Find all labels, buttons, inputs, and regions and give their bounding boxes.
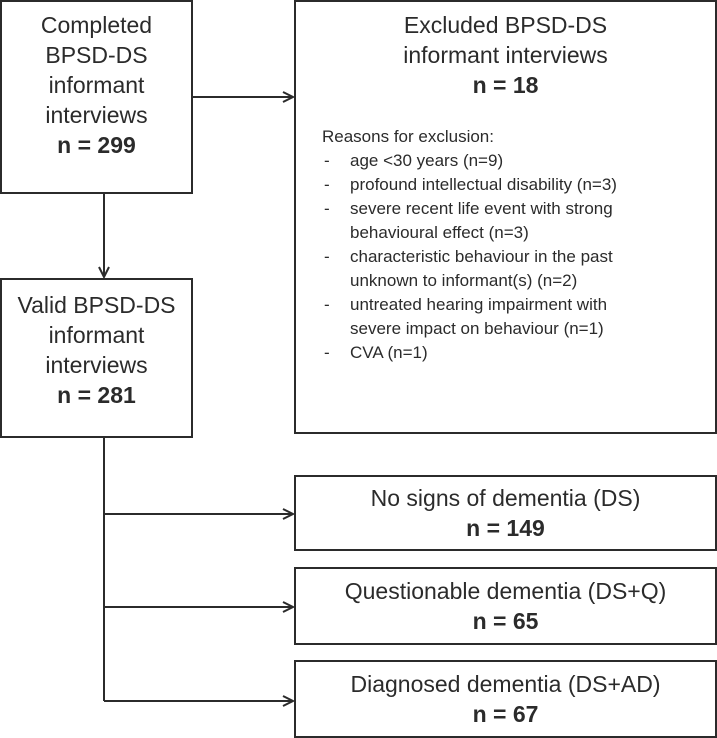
reasons-list: age <30 years (n=9) profound intellectua… [322,149,715,365]
no-signs-box: No signs of dementia (DS) n = 149 [294,475,717,551]
reason-item: age <30 years (n=9) [322,149,715,173]
questionable-box: Questionable dementia (DS+Q) n = 65 [294,567,717,645]
valid-count: n = 281 [57,382,136,408]
completed-line: informant [48,72,145,98]
diagnosed-box: Diagnosed dementia (DS+AD) n = 67 [294,660,717,738]
completed-count: n = 299 [57,132,136,158]
excluded-box: Excluded BPSD-DS informant interviews n … [294,0,717,434]
valid-line: Valid BPSD-DS [17,292,176,318]
completed-line: BPSD-DS [45,42,148,68]
no-signs-label: No signs of dementia (DS) [370,485,641,511]
no-signs-count: n = 149 [466,515,545,541]
reason-item: severe recent life event with strongbeha… [322,197,715,245]
valid-line: interviews [45,352,148,378]
completed-line: interviews [45,102,148,128]
excluded-line: Excluded BPSD-DS [403,12,608,38]
diagnosed-count: n = 67 [472,701,539,727]
reason-item: profound intellectual disability (n=3) [322,173,715,197]
reasons-title: Reasons for exclusion: [322,127,494,146]
valid-line: informant [48,322,145,348]
reason-item: CVA (n=1) [322,341,715,365]
excluded-count: n = 18 [472,72,539,98]
reason-item: untreated hearing impairment withsevere … [322,293,715,341]
completed-box: Completed BPSD-DS informant interviews n… [0,0,193,194]
reason-item: characteristic behaviour in the pastunkn… [322,245,715,293]
questionable-label: Questionable dementia (DS+Q) [344,578,667,604]
exclusion-reasons: Reasons for exclusion: age <30 years (n=… [296,125,715,365]
questionable-count: n = 65 [472,608,539,634]
completed-line: Completed [40,12,153,38]
valid-box: Valid BPSD-DS informant interviews n = 2… [0,278,193,438]
excluded-line: informant interviews [403,42,608,68]
diagnosed-label: Diagnosed dementia (DS+AD) [350,671,661,697]
